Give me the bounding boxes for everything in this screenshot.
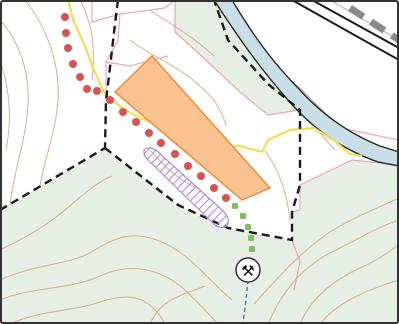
industrial-building	[113, 54, 272, 201]
hatched-area	[143, 147, 229, 228]
footpath	[242, 279, 249, 324]
mine-marker[interactable]: ⚒	[235, 257, 261, 283]
water-channel	[213, 0, 399, 167]
forest-area-south	[0, 148, 399, 324]
admin-boundary	[0, 0, 302, 242]
highway	[291, 0, 399, 61]
hammer-and-pick-icon: ⚒	[241, 262, 254, 280]
aerialway-red	[61, 13, 230, 202]
aerialway-green	[232, 203, 255, 252]
forest-area-north	[175, 0, 300, 115]
